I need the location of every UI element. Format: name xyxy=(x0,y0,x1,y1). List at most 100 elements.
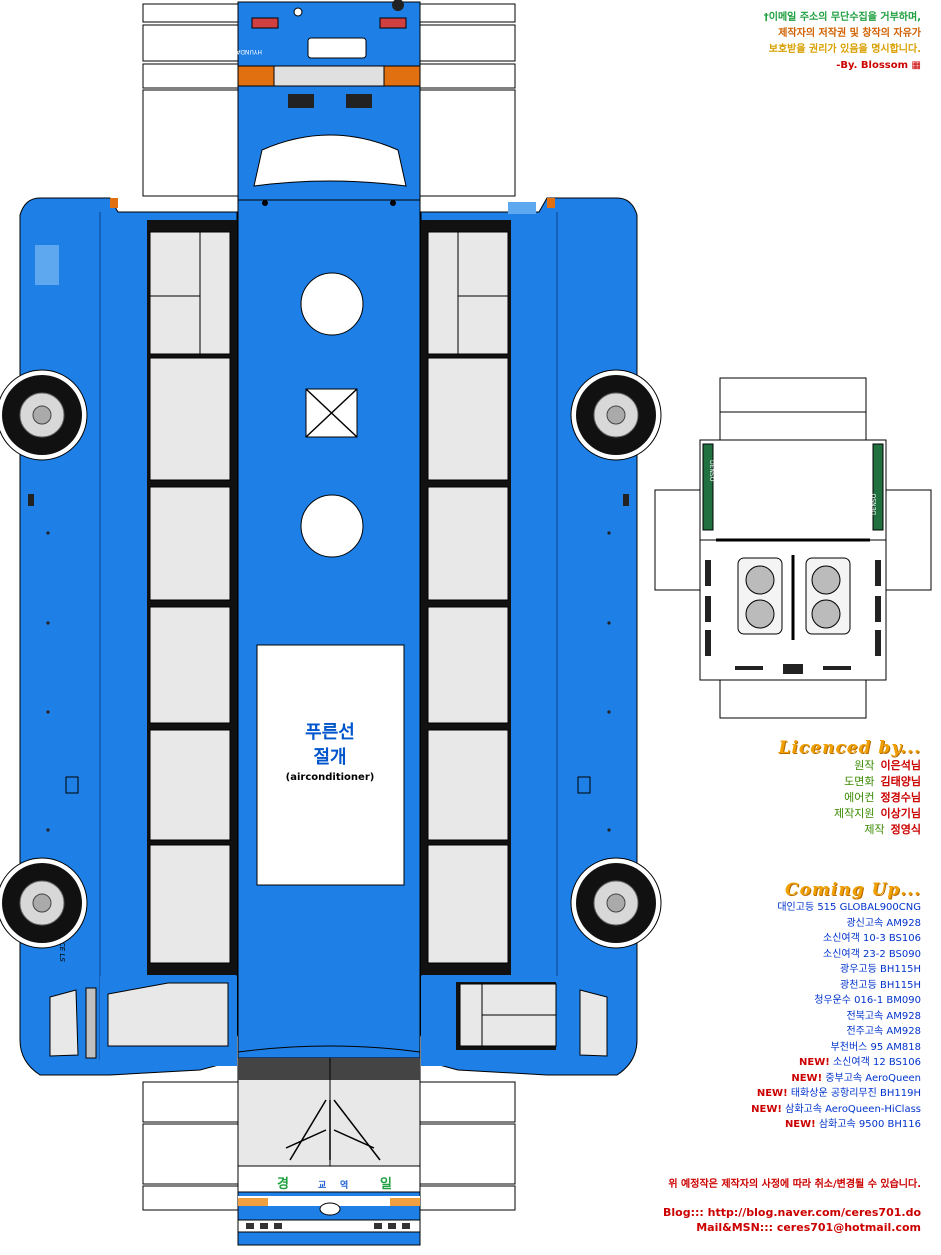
coming-up-title: 소신여객 23-2 BS090 xyxy=(823,948,921,960)
glue-tab xyxy=(419,1185,516,1211)
aircon-label-2: 절개 xyxy=(313,747,346,768)
left-front-wheel xyxy=(0,857,88,949)
credit-role: 도면화 xyxy=(844,775,875,788)
glue-tab xyxy=(419,1123,516,1185)
roof-hatch xyxy=(300,494,364,558)
coming-up-item: 청우운수 016-1 BM090 xyxy=(621,993,921,1009)
coming-up-title: 청우운수 016-1 BM090 xyxy=(814,995,921,1006)
coming-up-item: NEW! 삼화고속 9500 BH116 xyxy=(621,1117,921,1133)
coming-up-title: 소신여객 10-3 BS106 xyxy=(823,933,921,944)
coming-up-section: Coming Up... 대인고등 515 GLOBAL900CNG 광신고속 A… xyxy=(621,880,921,1133)
coming-up-title: 광천고등 BH115H xyxy=(840,979,921,991)
roof-panel: HYUNDAI 푸른선 절개 (airconditioner) xyxy=(234,0,421,1073)
left-side-panel: AERO SPACE LS xyxy=(0,197,238,1076)
credit-row: 에어컨 정경수님 xyxy=(681,790,921,806)
coming-up-list: 대인고등 515 GLOBAL900CNG 광신고속 AM928 소신여객 10-3… xyxy=(621,900,921,1133)
credits-header: Licenced by... xyxy=(778,738,921,758)
glue-tab xyxy=(142,63,239,89)
new-badge: NEW! xyxy=(799,1057,830,1068)
copyright-notice: †이메일 주소의 무단수집을 거부하며, 제작자의 저작권 및 창작의 자유가 … xyxy=(361,10,921,74)
credit-name: 이상기님 xyxy=(880,807,921,820)
coming-up-item: 소신여객 10-3 BS106 xyxy=(621,931,921,947)
credit-row: 원작 이은석님 xyxy=(681,758,921,774)
new-badge: NEW! xyxy=(784,1119,816,1130)
aircon-module-net: DENSO DENSO xyxy=(654,377,932,719)
notice-line-1: †이메일 주소의 무단수집을 거부하며, xyxy=(763,12,921,23)
mail-contact[interactable]: Mail&MSN::: ceres701@hotmail.com xyxy=(696,1221,921,1234)
notice-line-3: 보호받을 권리가 있음을 명시합니다. xyxy=(768,44,921,55)
glue-tab xyxy=(142,1185,239,1211)
glue-tab xyxy=(419,24,516,62)
notice-line-2: 제작자의 저작권 및 창작의 자유가 xyxy=(778,28,921,39)
coming-up-title: 소신여객 12 BS106 xyxy=(832,1057,921,1068)
coming-up-title: 삼화고속 9500 BH116 xyxy=(818,1119,921,1130)
glue-tab xyxy=(419,1081,516,1123)
credit-name: 이은석님 xyxy=(880,759,921,772)
module-brand-left: DENSO xyxy=(708,460,715,482)
roof-hatch xyxy=(300,272,364,336)
coming-up-item: 광신고속 AM928 xyxy=(621,916,921,932)
coming-up-title: 전주고속 AM928 xyxy=(846,1026,921,1037)
coming-up-item: 소신여객 23-2 BS090 xyxy=(621,947,921,963)
credit-row: 제작지원 이상기님 xyxy=(681,806,921,822)
credit-role: 에어컨 xyxy=(844,791,875,804)
coming-up-title: 전북고속 AM928 xyxy=(846,1010,921,1022)
coming-up-title: 광우고등 BH115H xyxy=(840,964,921,975)
coming-up-title: 광신고속 AM928 xyxy=(846,917,921,929)
new-badge: NEW! xyxy=(756,1088,788,1099)
front-dest-3: 역 xyxy=(340,1179,348,1191)
aircon-label-1: 푸른선 xyxy=(305,722,355,743)
coming-up-item: 광우고등 BH115H xyxy=(621,962,921,978)
new-badge: NEW! xyxy=(751,1103,782,1115)
right-side-panel xyxy=(420,197,662,1076)
glue-tab xyxy=(419,63,516,89)
aircon-label-3: (airconditioner) xyxy=(286,772,375,783)
coming-up-title: 중부고속 AeroQueen xyxy=(825,1072,921,1084)
glue-tab xyxy=(419,89,516,197)
credit-role: 원작 xyxy=(854,759,875,772)
credit-role: 제작 xyxy=(864,823,885,836)
right-rear-wheel xyxy=(570,369,662,461)
coming-up-item: 전북고속 AM928 xyxy=(621,1009,921,1025)
blog-link[interactable]: Blog::: http://blog.naver.com/ceres701.d… xyxy=(663,1206,921,1219)
credit-role: 제작지원 xyxy=(834,807,875,820)
new-badge: NEW! xyxy=(791,1072,823,1084)
contact-info: Blog::: http://blog.naver.com/ceres701.d… xyxy=(601,1205,921,1235)
front-dest-2: 교 xyxy=(318,1180,326,1191)
credit-row: 도면화 김태양님 xyxy=(681,774,921,790)
coming-up-title: 태화상운 공항리무진 BH119H xyxy=(790,1088,921,1099)
coming-up-header: Coming Up... xyxy=(785,880,921,900)
credit-name: 김태양님 xyxy=(880,775,921,788)
front-dest-1: 경 xyxy=(277,1176,289,1192)
coming-up-item: NEW! 소신여객 12 BS106 xyxy=(621,1055,921,1071)
glue-tab xyxy=(142,1123,239,1185)
front-dest-4: 일 xyxy=(380,1177,392,1192)
coming-up-item: 대인고등 515 GLOBAL900CNG xyxy=(621,900,921,916)
rear-brand: HYUNDAI xyxy=(234,48,262,55)
coming-up-title: 대인고등 515 GLOBAL900CNG xyxy=(777,902,921,913)
signature-icon: ▦ xyxy=(911,60,921,71)
coming-up-item: 광천고등 BH115H xyxy=(621,978,921,994)
coming-up-item: NEW! 중부고속 AeroQueen xyxy=(621,1071,921,1087)
module-brand-right: DENSO xyxy=(871,493,878,515)
brand-emblem xyxy=(319,1202,341,1216)
rear-roof-vent xyxy=(253,134,407,187)
glue-tab xyxy=(142,89,239,197)
coming-up-item: 전주고속 AM928 xyxy=(621,1024,921,1040)
right-front-wheel xyxy=(570,857,662,949)
left-rear-wheel xyxy=(0,369,88,461)
glue-tab xyxy=(142,1081,239,1123)
coming-up-item: 부천버스 95 AM818 xyxy=(621,1040,921,1056)
glue-tab xyxy=(142,3,239,23)
notice-line-4: -By. Blossom ▦ xyxy=(836,60,921,71)
aircon-cut-area xyxy=(256,644,405,886)
coming-up-item: NEW! 태화상운 공항리무진 BH119H xyxy=(621,1086,921,1102)
credit-name: 정경수님 xyxy=(880,791,921,804)
disclaimer-text: 위 예정작은 제작자의 사정에 따라 취소/변경될 수 있습니다. xyxy=(668,1179,921,1190)
front-face: 경 교 역 일 xyxy=(237,1045,421,1246)
glue-tab xyxy=(142,24,239,62)
